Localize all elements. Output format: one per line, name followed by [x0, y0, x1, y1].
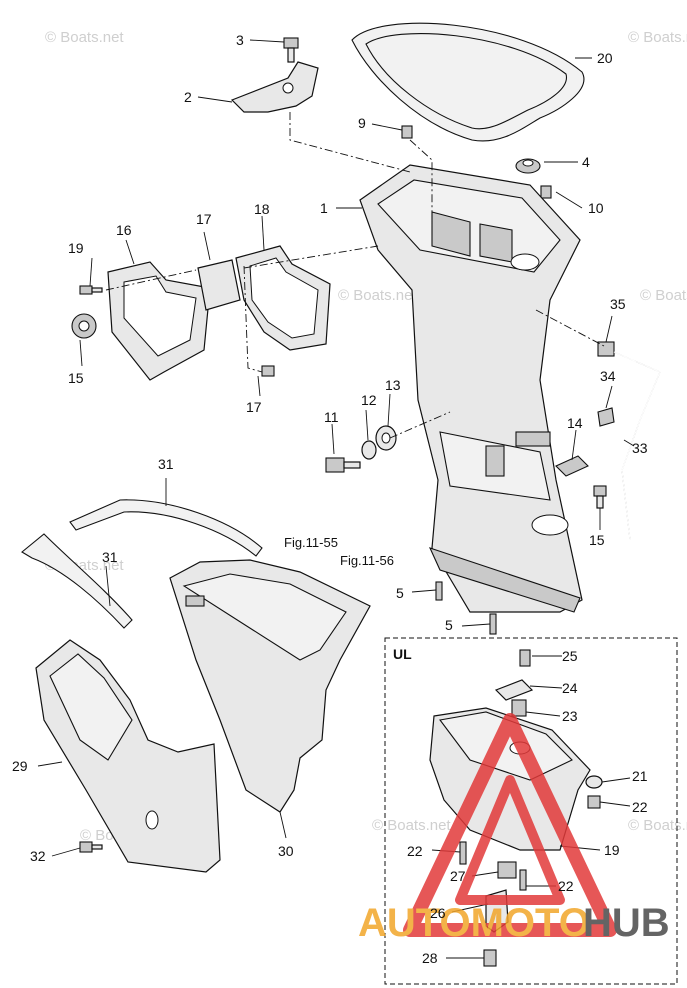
figure-ref: Fig.11-56: [340, 553, 394, 568]
plate-24: [494, 679, 534, 701]
callout: 31: [158, 456, 174, 472]
collar-23: [511, 699, 527, 717]
lower-cover-30: [169, 559, 371, 813]
grommet-12: [71, 313, 97, 339]
callout: 22: [558, 878, 574, 894]
dowel-pin-9: [540, 185, 552, 199]
stud-5: [435, 581, 443, 601]
callout: 19: [68, 240, 84, 256]
bolt-3: [283, 37, 299, 63]
bolt-15: [261, 365, 275, 377]
screw-32: [79, 841, 103, 853]
callout: 27: [450, 868, 466, 884]
callout: 14: [567, 415, 583, 431]
nut-35: [597, 341, 615, 357]
callout: 17: [196, 211, 212, 227]
ul-section-label: UL: [393, 646, 412, 662]
callout: 13: [385, 377, 401, 393]
bolt-17: [79, 285, 103, 295]
seal-strip-31: [69, 499, 263, 557]
callout: 32: [30, 848, 46, 864]
callout: 19: [604, 842, 620, 858]
seal-ring-18: [351, 22, 585, 142]
callout: 10: [588, 200, 604, 216]
grommet-34: [597, 407, 615, 427]
callout: 11: [324, 409, 339, 425]
watermark: © Boats.net: [628, 29, 687, 46]
callout: 20: [597, 50, 613, 66]
nut-21: [587, 795, 601, 809]
upper-casing-1: [359, 164, 583, 613]
watermark: © Boats.net: [640, 287, 687, 304]
stud-22: [519, 869, 527, 891]
watermarks: © Boats.net © Boats.net © Boats.net © Bo…: [45, 29, 687, 844]
callout: 5: [396, 585, 404, 601]
callout: 28: [422, 950, 438, 966]
washer-20: [585, 775, 603, 789]
callout: 30: [278, 843, 294, 859]
callout: 22: [407, 843, 423, 859]
callout: 4: [582, 154, 590, 170]
seal-strip-31: [21, 533, 133, 629]
callout: 26: [430, 905, 446, 921]
brand-left: AUTOMOTO: [358, 901, 590, 945]
callout: 3: [236, 32, 244, 48]
callout: 25: [562, 648, 578, 664]
dowel-pin-9: [401, 125, 413, 139]
washer-8: [375, 425, 397, 451]
callouts: 3 2 9 1 4 10 20 19 16 17 18 15 17 11 12 …: [12, 32, 648, 966]
lower-cover-29: [35, 639, 221, 873]
callout: 16: [116, 222, 132, 238]
watermark: © Boats.net: [372, 817, 451, 834]
callout: 34: [600, 368, 616, 384]
stud-5: [489, 613, 497, 635]
clip-10: [555, 455, 589, 477]
grommet-27: [497, 861, 517, 879]
callout: 33: [632, 440, 648, 456]
bolt-25: [519, 649, 531, 667]
callout: 22: [632, 799, 648, 815]
callout: 23: [562, 708, 578, 724]
callout: 15: [589, 532, 605, 548]
brand-right: HUB: [583, 901, 670, 945]
callout: 15: [68, 370, 84, 386]
callout: 31: [102, 549, 118, 565]
figure-ref: Fig.11-55: [284, 535, 338, 550]
bolt-28: [483, 949, 497, 967]
callout: 2: [184, 89, 192, 105]
callout: 5: [445, 617, 453, 633]
watermark: © Boats.net: [338, 287, 417, 304]
callout: 24: [562, 680, 578, 696]
callout: 12: [361, 392, 377, 408]
callout: 29: [12, 758, 28, 774]
triangle-logo-icon: [403, 713, 617, 937]
washer-7: [361, 440, 377, 460]
grommet-4: [515, 158, 541, 174]
stud-22: [459, 841, 467, 865]
watermark: © Boats.net: [628, 817, 687, 834]
plate-2: [230, 61, 319, 113]
ul-section-frame: [384, 637, 678, 985]
gasket-16: [235, 245, 331, 351]
callout: 35: [610, 296, 626, 312]
brand-watermark: AUTOMOTO HUB: [358, 713, 670, 945]
callout: 9: [358, 115, 366, 131]
watermark: © Boats.net: [45, 29, 124, 46]
callout: 1: [320, 200, 328, 216]
callout: 18: [254, 201, 270, 217]
callout: 21: [632, 768, 648, 784]
bolt-11: [593, 485, 607, 509]
callout: 17: [246, 399, 262, 415]
bolt-6: [325, 457, 361, 473]
cover-13: [107, 261, 211, 381]
plate-14: [197, 259, 241, 311]
leader-lines: [37, 39, 635, 857]
